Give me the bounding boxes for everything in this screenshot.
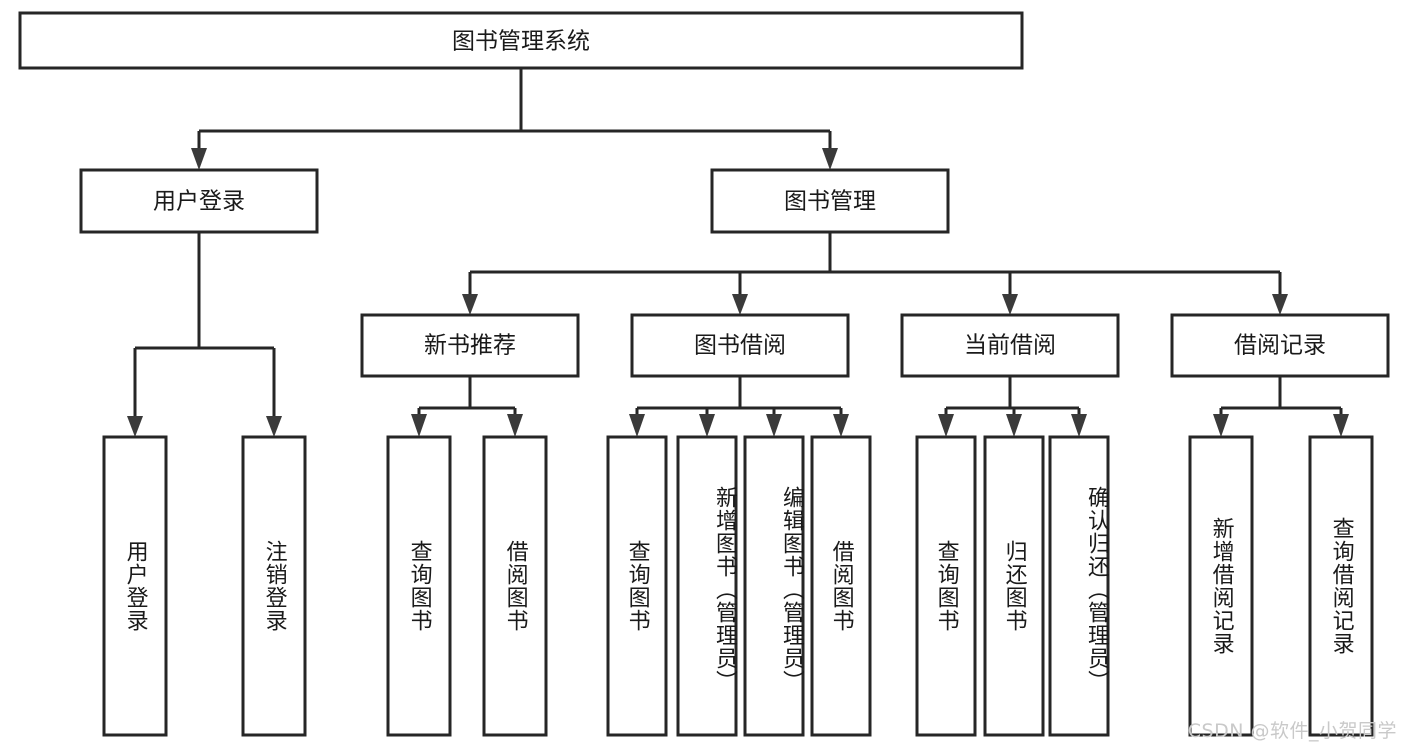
arrow-head-root-to-books (822, 148, 838, 170)
node-label-user-login: 用户登录 (153, 189, 245, 215)
leaf-box-query-book-current[interactable] (915, 435, 977, 737)
leaf-box-add-book-admin[interactable] (676, 435, 738, 737)
arrow-head-login-to-l2 (266, 416, 282, 437)
arrow-head-books-to-current (1002, 294, 1018, 315)
arrow-head-current-to-l1 (938, 414, 954, 437)
leaf-box-add-borrow-record[interactable] (1188, 435, 1254, 737)
leaf-box-query-book-recommend[interactable] (386, 435, 452, 737)
node-label-current-borrow: 当前借阅 (964, 333, 1056, 359)
node-box-book-borrow[interactable] (630, 313, 850, 378)
leaf-box-borrow-book[interactable] (810, 435, 872, 737)
arrow-head-borrow-to-l1 (629, 414, 645, 437)
leaf-box-return-book[interactable] (983, 435, 1045, 737)
arrow-head-current-to-l2 (1006, 414, 1022, 437)
arrow-head-newbook-to-l1 (411, 414, 427, 437)
leaf-box-user-login[interactable] (102, 435, 168, 737)
arrow-head-record-to-l2 (1333, 414, 1349, 437)
node-label-borrow-record: 借阅记录 (1234, 333, 1326, 359)
arrow-head-current-to-l3 (1071, 414, 1087, 437)
leaf-box-query-borrow-record[interactable] (1308, 435, 1374, 737)
node-box-current-borrow[interactable] (900, 313, 1120, 378)
arrow-head-record-to-l1 (1213, 414, 1229, 437)
arrow-head-books-to-new (462, 294, 478, 315)
arrow-head-borrow-to-l2 (699, 414, 715, 437)
arrow-head-books-to-borrow (732, 294, 748, 315)
node-box-new-book-recommend[interactable] (360, 313, 580, 378)
node-label-system-root: 图书管理系统 (452, 29, 590, 55)
connector-group-books (462, 232, 1288, 315)
leaf-box-confirm-return-admin[interactable] (1048, 435, 1110, 737)
arrow-head-login-to-l1 (127, 416, 143, 437)
leaf-box-borrow-book-recommend[interactable] (482, 435, 548, 737)
node-box-system-root[interactable] (18, 11, 1024, 70)
node-box-borrow-record[interactable] (1170, 313, 1390, 378)
node-label-book-management: 图书管理 (784, 189, 876, 215)
leaf-box-query-book-borrow[interactable] (606, 435, 668, 737)
node-box-book-management[interactable] (710, 168, 950, 234)
arrow-head-borrow-to-l3 (766, 414, 782, 437)
node-label-book-borrow: 图书借阅 (694, 333, 786, 359)
connector-group-record (1213, 376, 1349, 437)
node-label-new-book-recommend: 新书推荐 (424, 333, 516, 359)
arrow-head-root-to-login (191, 148, 207, 170)
arrow-head-newbook-to-l2 (507, 414, 523, 437)
connector-group-current (938, 376, 1087, 437)
connector-group-root (191, 68, 838, 170)
csdn-watermark: CSDN @软件_小贺同学 (1187, 720, 1397, 742)
arrow-head-books-to-record (1272, 294, 1288, 315)
arrow-head-borrow-to-l4 (833, 414, 849, 437)
leaf-box-logout[interactable] (241, 435, 307, 737)
connector-group-login (127, 232, 282, 437)
connector-group-newbook (411, 376, 523, 437)
node-box-user-login[interactable] (79, 168, 319, 234)
leaf-box-edit-book-admin[interactable] (743, 435, 805, 737)
connector-group-borrow (629, 376, 849, 437)
